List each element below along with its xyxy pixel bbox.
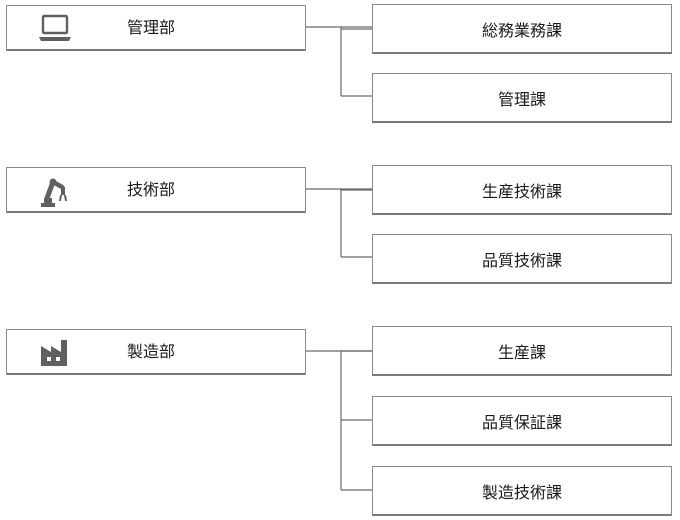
dept-label: 製造部 bbox=[127, 342, 176, 361]
section-box: 総務業務課 bbox=[372, 4, 672, 54]
dept-label: 技術部 bbox=[127, 180, 176, 199]
factory-icon bbox=[37, 336, 73, 368]
laptop-icon bbox=[37, 12, 73, 44]
section-box: 生産技術課 bbox=[372, 165, 672, 215]
section-box: 品質保証課 bbox=[372, 396, 672, 446]
section-box: 品質技術課 bbox=[372, 234, 672, 284]
robot-arm-icon bbox=[37, 174, 73, 207]
dept-admin: 管理部 bbox=[6, 5, 306, 51]
section-box: 生産課 bbox=[372, 326, 672, 376]
dept-label: 管理部 bbox=[127, 18, 176, 37]
dept-engineering: 技術部 bbox=[6, 167, 306, 213]
dept-manufacturing: 製造部 bbox=[6, 329, 306, 375]
section-box: 管理課 bbox=[372, 73, 672, 123]
section-box: 製造技術課 bbox=[372, 466, 672, 516]
